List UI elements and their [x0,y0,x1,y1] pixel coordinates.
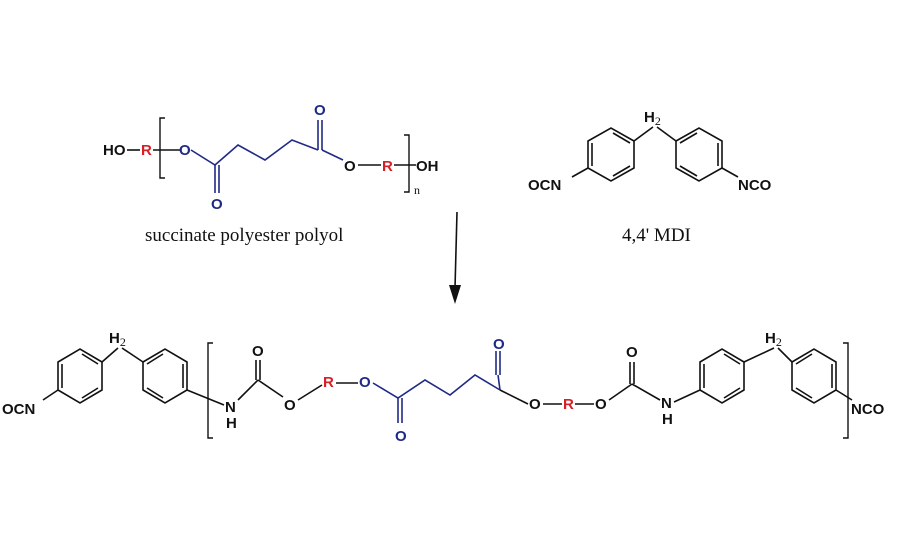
succinate-backbone [190,139,319,166]
nh-right-n: N [661,395,672,412]
product-ocn-label: OCN [2,401,35,418]
repeat-n-label: n [414,183,420,197]
ester-oxygen-right: O [529,396,541,413]
ch2-bond-right [656,126,677,142]
nh-right-h: H [662,411,673,428]
carbonyl-oxygen-lower: O [211,196,223,213]
nh-left-n: N [225,399,236,416]
benzene-ring-left [587,127,635,182]
bond-ring-nco [721,167,739,178]
product-nco-label: NCO [851,401,885,418]
product-prepolymer: H2 OCN N H O O R O O O [2,330,885,445]
core-carbonyl-upper: O [493,336,505,353]
ch2-right-label: H2 [765,330,782,349]
urethane-oxygen-left: O [284,397,296,414]
ch2-left-label: H2 [109,330,126,349]
product-ring-2 [142,348,188,404]
product-ring-3 [699,348,745,404]
urethane-oxygen-right: O [595,396,607,413]
repeat-bracket-right [404,134,410,193]
arrow-head [449,285,461,304]
product-succinate-backbone [372,374,501,399]
ho-label: HO [103,142,126,159]
ch2-bond-left [633,126,654,142]
core-carbonyl-lower: O [395,428,407,445]
urethane-carbonyl-right: O [626,344,638,361]
ocn-label: OCN [528,177,561,194]
nco-label: NCO [738,177,772,194]
reaction-arrow [449,211,461,304]
r-group-right: R [382,158,393,175]
oh-label: OH [416,158,439,175]
benzene-ring-right [675,127,723,182]
product-bracket-right [843,342,849,439]
polyol-caption: succinate polyester polyol [145,225,343,246]
ester-oxygen-label: O [179,142,191,159]
urethane-carbonyl-left: O [252,343,264,360]
product-r-right: R [563,396,574,413]
r-group-label: R [141,142,152,159]
mdi-caption: 4,4' MDI [622,225,691,246]
ring-right-double-3 [679,165,698,177]
nh-left-h: H [226,415,237,432]
ester-oxygen-left: O [359,374,371,391]
repeat-bracket-left [159,117,165,179]
bond-c-o-ester [321,149,344,161]
ring-right-double-2 [679,132,698,144]
ring-left-double-3 [612,165,631,177]
ester-oxygen-right: O [344,158,356,175]
product-bracket-left [207,342,213,439]
bond-ring-ocn [571,167,589,178]
succinate-polyester-polyol: HO R O O O O R OH n succinate polyester … [103,102,439,246]
product-ring-4 [791,348,837,404]
carbonyl-oxygen-upper: O [314,102,326,119]
mdi-molecule: H2 OCN NCO 4,4' MDI [528,109,772,246]
product-ring-1 [57,348,103,404]
product-r-left: R [323,374,334,391]
ch2-label: H2 [644,109,661,128]
ring-left-double-2 [612,132,631,144]
